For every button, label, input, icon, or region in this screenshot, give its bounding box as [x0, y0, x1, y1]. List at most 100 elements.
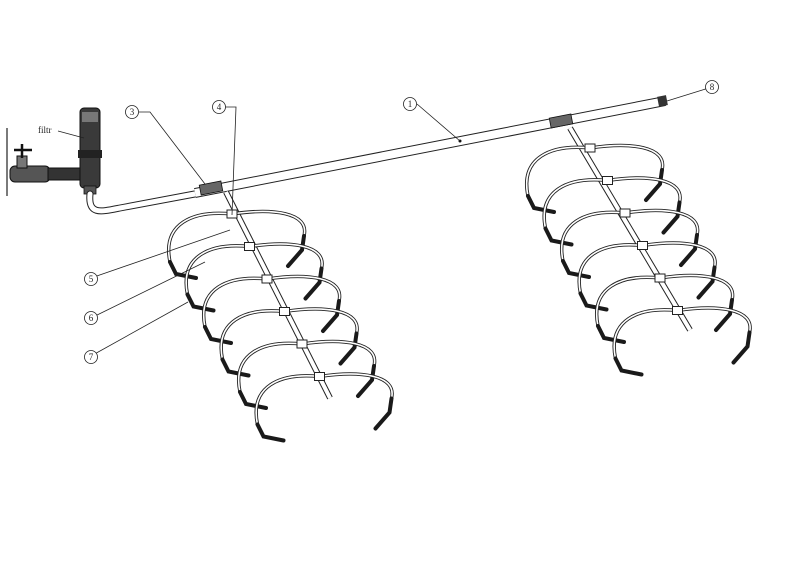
tap-handle-icon	[14, 144, 32, 158]
callout-circle-3	[125, 105, 139, 119]
callout-circle-6	[84, 311, 98, 325]
right-arm	[560, 208, 700, 279]
right-arm-right-tube	[589, 143, 665, 171]
filter-band	[78, 150, 102, 158]
left-manifold-inner	[224, 191, 332, 399]
callout-circle-4	[212, 100, 226, 114]
tap-coupler	[47, 167, 83, 181]
tap-body	[9, 165, 51, 183]
right-arm-left-core	[595, 276, 661, 327]
left-right-stake	[303, 266, 324, 301]
left-arm-right-core	[319, 373, 393, 399]
left-left-stake	[185, 292, 216, 313]
callout-circle-7	[84, 350, 98, 364]
right-arm	[577, 241, 717, 312]
left-dripper-group	[167, 190, 394, 443]
callout-label-8: 8	[710, 82, 715, 92]
right-arm-right-core	[642, 242, 716, 268]
left-arm-left-core	[185, 245, 250, 295]
left-tee-connector	[314, 372, 325, 381]
filter: filtr	[38, 107, 102, 195]
right-left-stake	[578, 291, 609, 312]
left-arm-right-core	[231, 210, 306, 237]
end-cap	[657, 95, 668, 107]
callout-label-5: 5	[89, 274, 94, 284]
left-right-stake	[373, 396, 394, 431]
right-arm	[542, 176, 682, 247]
callout-label-7: 7	[89, 352, 94, 362]
right-arm-right-core	[607, 177, 681, 203]
right-arm	[595, 273, 735, 344]
left-tee-connector	[296, 339, 308, 349]
right-right-stake	[661, 200, 682, 235]
right-left-stake	[526, 194, 556, 214]
callout-label-3: 3	[130, 107, 135, 117]
left-arm-left-tube	[254, 374, 320, 425]
right-right-stake	[679, 233, 699, 267]
right-arm-right-core	[624, 209, 699, 236]
right-arm	[525, 143, 665, 214]
right-left-stake	[596, 324, 626, 344]
right-arm	[612, 306, 752, 377]
right-right-stake	[644, 168, 664, 202]
left-right-stake	[338, 331, 359, 366]
right-right-stake	[731, 330, 752, 365]
callout-leaders	[90, 86, 713, 357]
right-arm-right-tube	[624, 208, 700, 236]
right-tee-connector	[584, 143, 596, 153]
filter-label: filtr	[38, 125, 52, 135]
right-left-stake	[613, 356, 644, 377]
callout-label-4: 4	[217, 102, 222, 112]
callout-circle-1	[403, 97, 417, 111]
leader-3	[139, 111, 206, 185]
right-dripper-group	[525, 126, 752, 377]
callouts: 1 3 4 5 6 7 8	[84, 80, 719, 364]
leader-7	[90, 301, 189, 357]
left-arm-right-core	[301, 340, 376, 367]
right-arm-right-tube	[607, 176, 682, 203]
tap-assembly	[6, 128, 83, 196]
leader-8	[666, 86, 713, 102]
right-manifold-inner	[568, 126, 692, 332]
right-arm-right-core	[589, 144, 664, 171]
left-left-stake	[168, 260, 198, 280]
left-arm-left-core	[255, 375, 320, 425]
left-left-stake	[220, 357, 251, 378]
tee-fitting-left	[198, 180, 224, 196]
left-arm-left-core	[237, 342, 303, 393]
leader-5	[90, 229, 231, 279]
right-left-stake	[561, 259, 591, 279]
right-arm-left-core	[560, 211, 626, 262]
right-tee-connector	[619, 208, 631, 218]
right-arm-right-core	[677, 307, 751, 333]
right-tee-connector	[654, 273, 666, 283]
left-arm	[254, 372, 394, 443]
right-arm-left-core	[525, 146, 591, 197]
left-arm-right-core	[249, 243, 323, 269]
callout-label-1: 1	[408, 99, 413, 109]
left-arm-right-core	[266, 275, 341, 302]
left-arm-left-core	[220, 310, 285, 360]
right-left-stake	[543, 226, 574, 247]
right-arm-left-core	[543, 179, 608, 229]
left-right-stake	[356, 364, 376, 398]
callout-label-6: 6	[89, 313, 94, 323]
left-left-stake	[203, 325, 233, 345]
left-arm	[237, 339, 377, 410]
leader-4	[222, 106, 237, 216]
right-arm-right-core	[659, 274, 734, 301]
left-right-stake	[286, 234, 306, 268]
leader-6	[90, 261, 206, 319]
supply-hose-inner	[87, 190, 203, 214]
main-pipe	[194, 95, 668, 198]
left-arm	[184, 242, 324, 313]
right-tee-connector	[637, 241, 648, 250]
right-arm-left-core	[613, 309, 678, 359]
filter-leader	[57, 130, 85, 139]
right-arm-left-core	[578, 244, 643, 294]
left-arm-right-core	[284, 308, 358, 334]
callout-circle-8	[705, 80, 719, 94]
left-left-stake	[255, 422, 286, 443]
right-arm-left-tube	[612, 308, 678, 359]
